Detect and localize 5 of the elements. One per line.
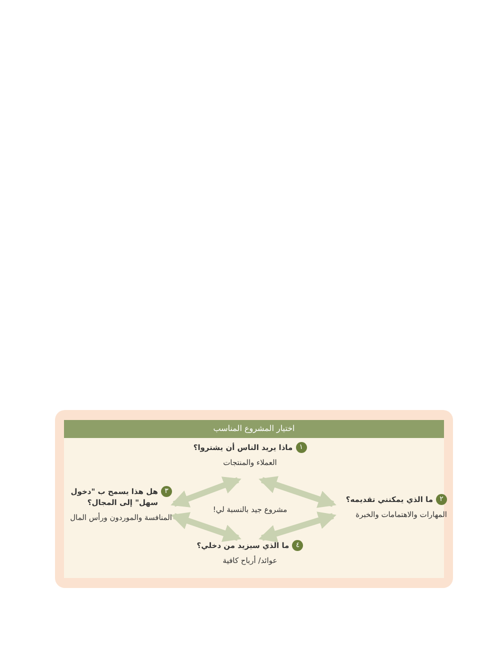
title-bar: اختيار المشروع المناسب [64,420,444,438]
double-arrow [170,512,242,542]
double-arrow [170,476,242,508]
double-arrow [258,512,336,542]
double-arrow [258,476,336,508]
